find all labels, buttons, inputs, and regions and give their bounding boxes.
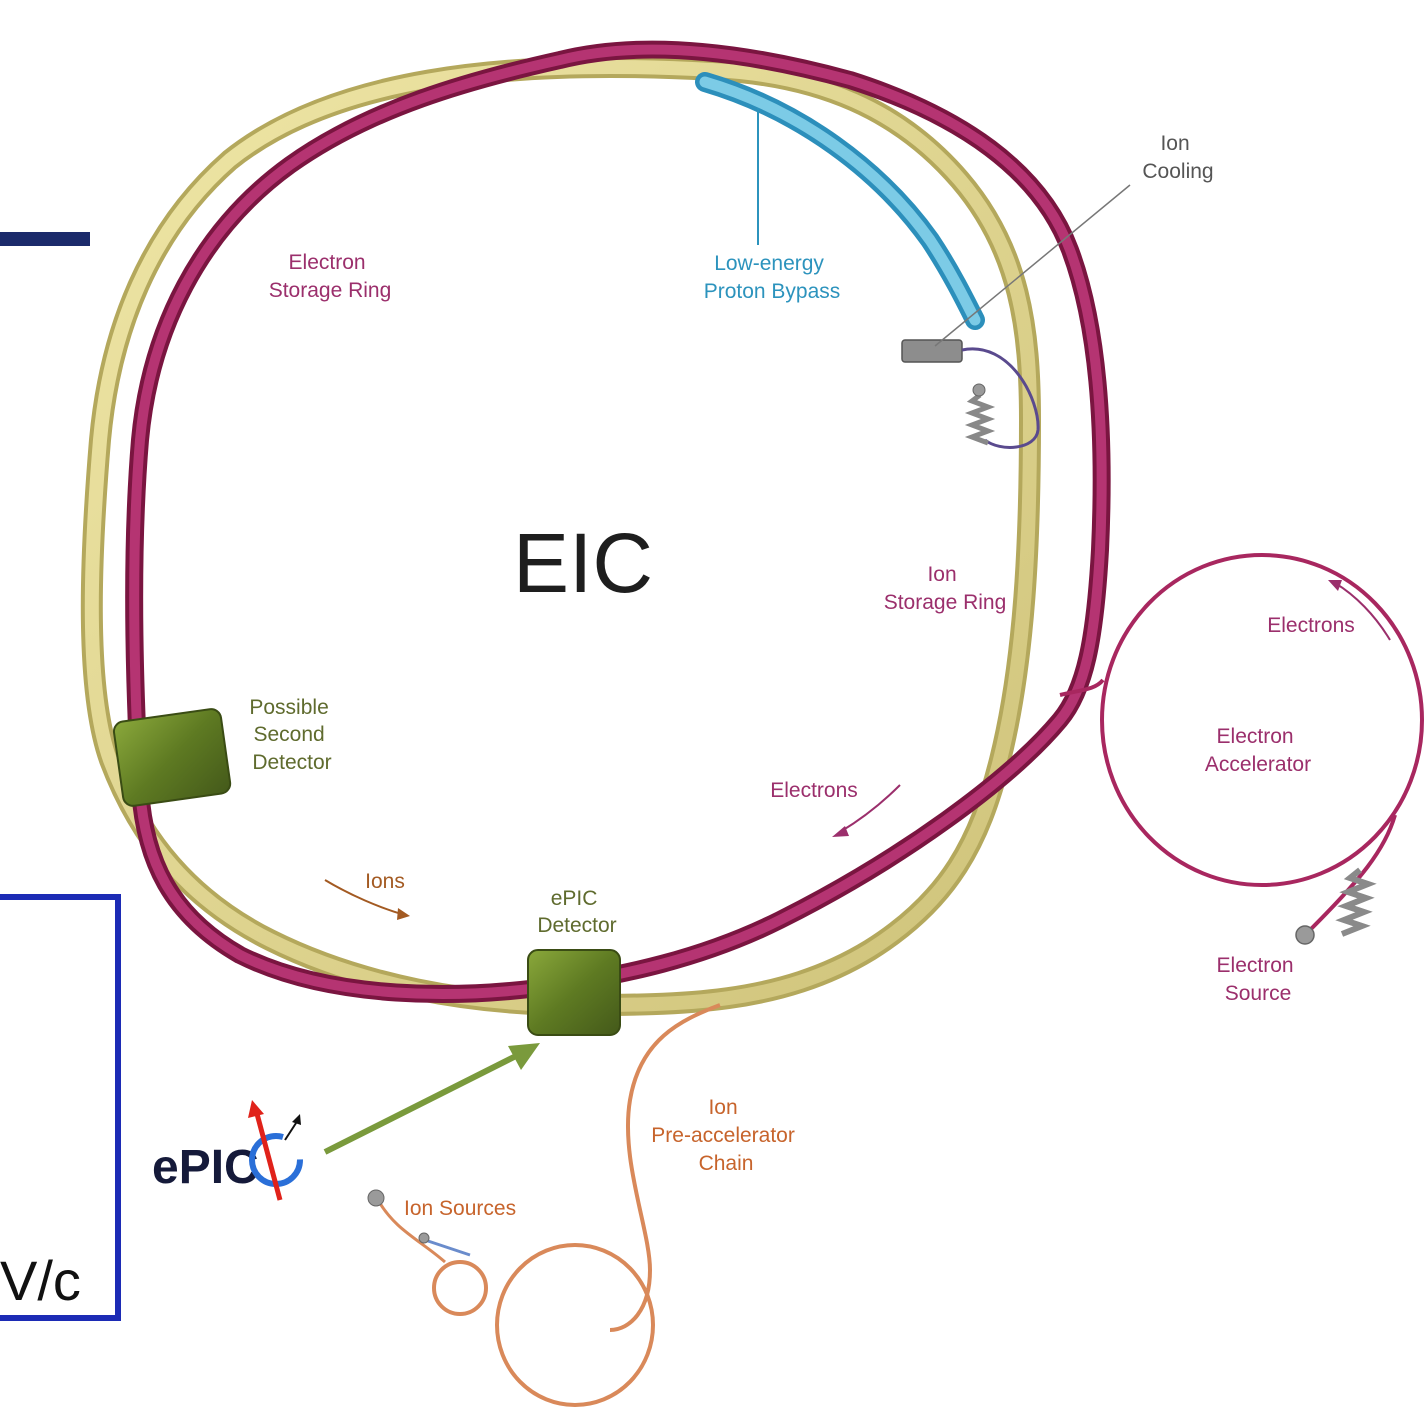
ion-booster-ring (495, 1243, 655, 1407)
label-epic-detector: ePIC Detector (537, 887, 616, 937)
ion-small-ring (432, 1260, 488, 1316)
slide-title-bar (0, 232, 90, 246)
label-ion-sources: Ion Sources (404, 1197, 516, 1220)
possible-second-detector (112, 708, 232, 807)
electrons-ring-arrow (1328, 580, 1391, 641)
ions-direction-arrow (324, 879, 410, 920)
electron-source-line (1308, 814, 1397, 932)
epic-detector (527, 949, 621, 1036)
ion-source-line (376, 1199, 446, 1264)
epic-logo: ePIC (152, 1100, 303, 1201)
label-electron-storage-ring: Electron Storage Ring (269, 251, 392, 302)
eic-title: EIC (513, 516, 653, 610)
electron-transfer-line (1059, 678, 1105, 697)
label-possible-second-detector: Possible Second Detector (249, 696, 334, 774)
label-ions: Ions (365, 870, 405, 893)
label-low-energy-proton-bypass: Low-energy Proton Bypass (704, 252, 841, 303)
label-ion-cooling: Ion Cooling (1142, 132, 1213, 183)
epic-pointer-arrow (323, 1043, 540, 1155)
label-ion-preaccelerator-chain: Ion Pre-accelerator Chain (651, 1096, 800, 1175)
ion-cooling-device (901, 339, 1040, 449)
label-electron-source: Electron Source (1217, 954, 1300, 1005)
partial-box-text: V/c (0, 1249, 81, 1312)
label-electrons-ring: Electrons (1267, 614, 1355, 637)
epic-logo-spin-arrow (253, 1109, 283, 1201)
partial-text-box (0, 894, 121, 1321)
ion-source-ball (367, 1189, 385, 1207)
electron-source-spring (1295, 867, 1377, 945)
label-electrons-main: Electrons (770, 779, 858, 802)
electrons-direction-arrow (832, 784, 901, 837)
ion-preaccelerator-chain (609, 1003, 721, 1332)
label-ion-storage-ring: Ion Storage Ring (884, 563, 1007, 614)
label-electron-accelerator: Electron Accelerator (1205, 725, 1311, 776)
epic-logo-text: ePIC (152, 1141, 259, 1194)
electron-accelerator-ring (1100, 553, 1424, 887)
ion-cooling-leader-line (934, 184, 1131, 347)
